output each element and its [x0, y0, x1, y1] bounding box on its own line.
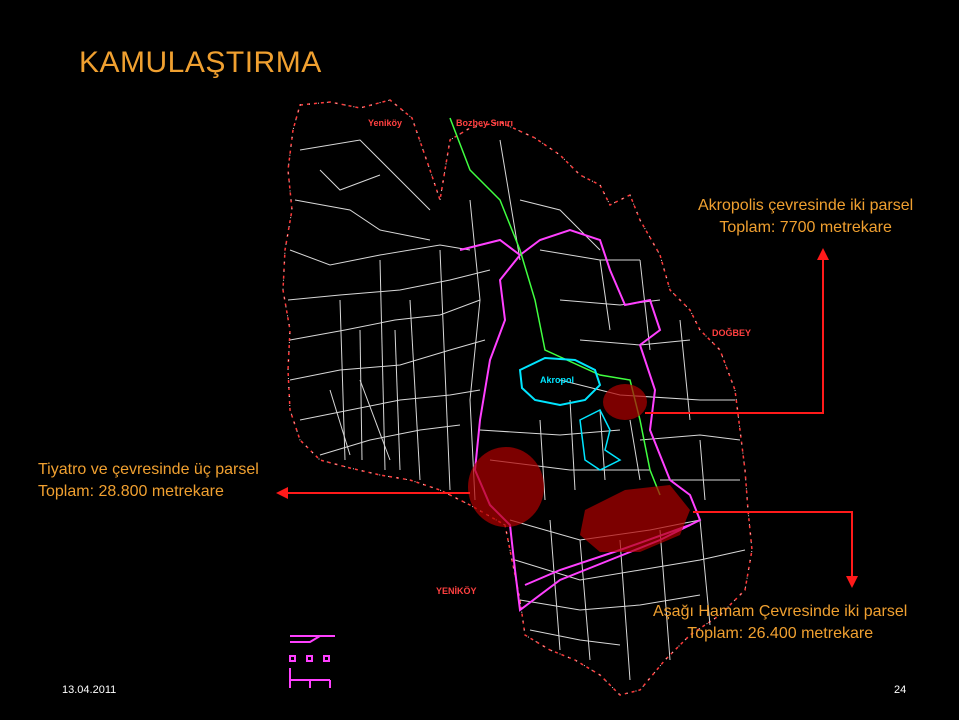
arrow-head-left — [276, 487, 288, 499]
callout-hamam-line2: Toplam: 26.400 metrekare — [687, 625, 874, 642]
arrow-head-up — [817, 248, 829, 260]
map-label-yenikoy-top: Yeniköy — [368, 118, 402, 128]
slide-date: 13.04.2011 — [62, 684, 117, 696]
north-scale-symbol — [289, 635, 335, 688]
callout-hamam: Aşağı Hamam Çevresinde iki parsel Toplam… — [653, 601, 907, 645]
highlight-hamam — [580, 485, 690, 552]
map-label-yenikoy-south: YENİKÖY — [436, 586, 477, 596]
callout-tiyatro-line2: Toplam: 28.800 metrekare — [38, 483, 224, 500]
callout-akropolis-line2: Toplam: 7700 metrekare — [719, 219, 892, 236]
green-line — [449, 117, 661, 496]
akropol-area — [518, 356, 602, 407]
parcel-lines — [287, 139, 746, 681]
arrow-head-down — [846, 576, 858, 588]
callout-akropolis-line1: Akropolis çevresinde iki parsel — [698, 197, 914, 214]
callout-arrows — [285, 255, 853, 580]
map-label-dogbey: DOĞBEY — [712, 327, 751, 338]
map-label-bozbey: Bozbey Sınırı — [456, 118, 513, 128]
callout-tiyatro-line1: Tiyatro ve çevresinde üç parsel — [38, 461, 259, 478]
callout-akropolis: Akropolis çevresinde iki parsel Toplam: … — [698, 195, 913, 239]
highlight-akropolis — [603, 384, 647, 420]
map-label-akropol: Akropol — [540, 375, 574, 385]
highlight-tiyatro — [468, 447, 544, 527]
callout-hamam-line1: Aşağı Hamam Çevresinde iki parsel — [653, 603, 908, 620]
slide-title: KAMULAŞTIRMA — [79, 46, 322, 79]
callout-tiyatro: Tiyatro ve çevresinde üç parsel Toplam: … — [38, 459, 259, 503]
slide-page-number: 24 — [894, 684, 907, 696]
